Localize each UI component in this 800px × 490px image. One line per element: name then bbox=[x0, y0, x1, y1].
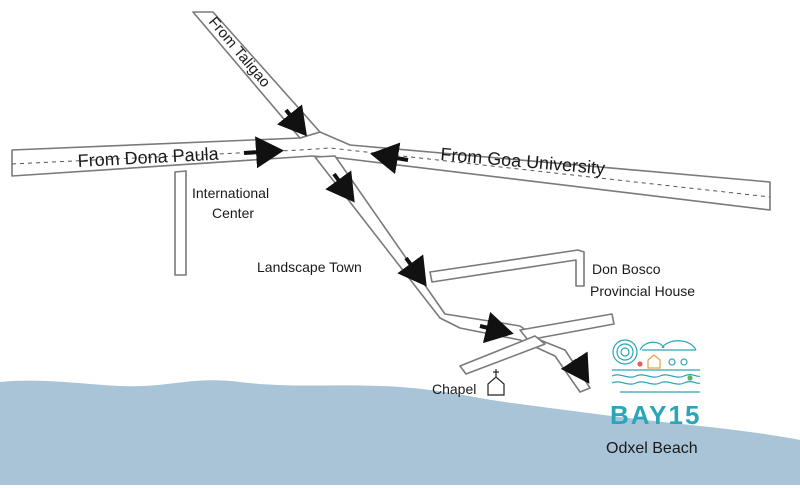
arrow-east bbox=[479, 311, 514, 344]
label-don-bosco-2: Provincial House bbox=[590, 283, 695, 299]
arrow-south-2 bbox=[397, 254, 427, 287]
arrow-from-goa-university bbox=[370, 142, 409, 175]
label-chapel: Chapel bbox=[432, 381, 476, 397]
label-international-center-1: International bbox=[192, 185, 269, 201]
beach-access-road bbox=[314, 155, 591, 393]
arrow-to-beach bbox=[560, 351, 590, 384]
label-from-taligao: From Taligao bbox=[205, 14, 274, 91]
arrow-from-taligao bbox=[277, 104, 307, 137]
don-bosco-road bbox=[429, 249, 585, 287]
main-road-centerline bbox=[11, 147, 771, 198]
bay15-logo-text: BAY15 bbox=[610, 400, 701, 430]
east-junction-road bbox=[519, 313, 615, 341]
arrow-from-dona-paula bbox=[243, 136, 284, 169]
main-road bbox=[11, 131, 771, 211]
chapel-icon bbox=[487, 369, 505, 396]
international-center-road bbox=[174, 170, 187, 276]
label-odxel-beach: Odxel Beach bbox=[606, 440, 698, 457]
arrow-south-1 bbox=[325, 170, 355, 203]
sea bbox=[0, 380, 800, 485]
chapel-road bbox=[459, 335, 546, 375]
label-landscape-town: Landscape Town bbox=[257, 259, 362, 275]
label-don-bosco-1: Don Bosco bbox=[592, 261, 661, 277]
bay15-logo bbox=[611, 339, 701, 393]
label-international-center-2: Center bbox=[212, 205, 254, 221]
